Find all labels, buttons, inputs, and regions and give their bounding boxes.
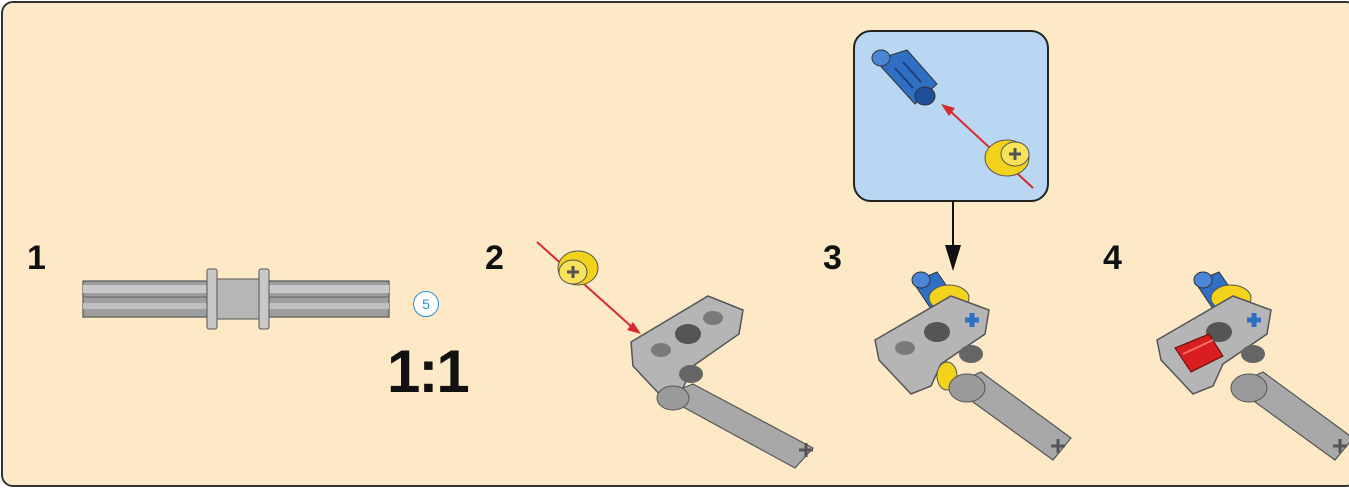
step-2-assembly-image — [536, 241, 814, 469]
step-number-3: 3 — [823, 239, 842, 277]
sub-assembly-callout — [853, 30, 1049, 202]
step-number-2: 2 — [485, 239, 504, 277]
axle-length-badge: 5 — [413, 291, 439, 317]
step-number-4: 4 — [1103, 239, 1122, 277]
step-4-assembly-image — [1156, 271, 1349, 461]
callout-pointer-arrow — [945, 201, 961, 271]
callout-assembly-image — [871, 49, 1034, 189]
axle-part-image — [82, 268, 390, 330]
step-number-1: 1 — [27, 239, 46, 277]
scale-label: 1:1 — [387, 338, 470, 405]
step-3-assembly-image — [874, 271, 1072, 461]
